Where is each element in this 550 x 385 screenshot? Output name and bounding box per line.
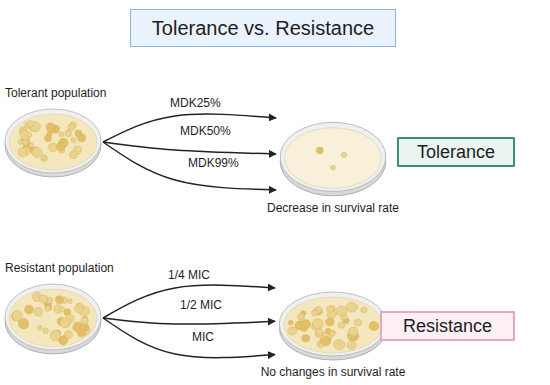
bacterial-colony <box>34 307 43 316</box>
bacterial-colony <box>318 343 323 348</box>
bacterial-colony <box>347 341 356 349</box>
bacterial-colony <box>24 305 33 314</box>
bacterial-colony <box>37 325 42 330</box>
box-label: Tolerance <box>417 141 495 163</box>
dose-label: MDK25% <box>168 96 223 110</box>
bacterial-colony <box>78 134 86 142</box>
dish-caption: Decrease in survival rate <box>256 201 410 215</box>
petri-dish <box>3 280 103 356</box>
bacterial-colony <box>47 131 52 136</box>
dish-node: Tolerant population <box>3 86 125 179</box>
result-box: Resistance <box>380 311 515 341</box>
bacterial-colony <box>354 319 361 326</box>
box-label: Resistance <box>403 315 492 337</box>
bacterial-colony <box>46 123 55 132</box>
bacterial-colony <box>81 317 88 325</box>
bacterial-colony <box>65 130 72 137</box>
petri-dish-frame <box>277 288 389 362</box>
bacterial-colony <box>71 138 76 143</box>
bacterial-colony <box>18 139 23 144</box>
bacterial-colony <box>55 296 63 304</box>
bacterial-colony <box>70 151 78 159</box>
bacterial-colony <box>346 302 357 312</box>
petri-dish <box>277 288 389 362</box>
bacterial-colony <box>45 304 51 310</box>
petri-dish <box>3 105 103 179</box>
bacterial-colony <box>68 299 73 304</box>
bacterial-colony <box>336 306 347 316</box>
bacterial-colony <box>40 295 48 303</box>
bacterial-colony <box>43 328 49 334</box>
petri-dish <box>278 118 388 198</box>
bacterial-colony <box>41 155 45 159</box>
bacterial-colony <box>27 121 33 127</box>
bacterial-colony <box>338 322 345 328</box>
bacterial-colony <box>369 322 379 331</box>
arrow-connector <box>103 114 276 142</box>
bacterial-colony <box>45 306 50 312</box>
arrow-connector <box>103 142 276 154</box>
bacterial-colony <box>325 328 331 333</box>
dose-label: MDK50% <box>178 124 233 138</box>
bacterial-colony <box>301 326 307 331</box>
dose-label: MDK99% <box>186 156 241 170</box>
dish-node: Resistant population <box>3 261 125 356</box>
petri-dish-frame <box>3 280 103 356</box>
bacterial-colony <box>312 319 323 329</box>
bacterial-colony <box>288 327 297 335</box>
dish-caption: Resistant population <box>3 261 125 275</box>
bacterial-colony <box>77 303 81 308</box>
bacterial-colony <box>311 310 317 316</box>
bacterial-colony <box>60 307 65 312</box>
bacterial-colony <box>60 318 70 328</box>
result-box: Tolerance <box>397 137 515 167</box>
bacterial-colony <box>334 340 345 350</box>
bacterial-colony <box>41 155 47 161</box>
dose-label: 1/2 MIC <box>178 298 224 312</box>
bacterial-colony <box>48 143 57 152</box>
bacterial-colony <box>331 165 336 170</box>
petri-dish-frame <box>278 118 388 198</box>
bacterial-colony <box>326 318 335 326</box>
dish-caption: Tolerant population <box>3 86 125 100</box>
bacterial-colony <box>315 329 323 336</box>
dose-label: MIC <box>190 330 216 344</box>
bacterial-colony <box>29 143 34 148</box>
title-box: Tolerance vs. Resistance <box>130 9 396 47</box>
bacterial-colony <box>288 320 293 325</box>
dose-label: 1/4 MIC <box>166 268 212 282</box>
arrow-connector <box>103 318 275 358</box>
arrow-connector <box>103 318 275 324</box>
bacterial-colony <box>56 142 65 151</box>
bacterial-colony <box>327 306 334 312</box>
bacterial-colony <box>348 327 358 336</box>
arrow-connector <box>103 142 276 190</box>
bacterial-colony <box>316 147 323 154</box>
dish-caption: No changes in survival rate <box>251 365 415 379</box>
bacterial-colony <box>341 152 347 158</box>
bacterial-colony <box>32 147 42 157</box>
bacterial-colony <box>18 148 27 157</box>
bacterial-colony <box>12 310 22 320</box>
bacterial-colony <box>59 132 64 137</box>
bacterial-colony <box>78 329 86 337</box>
bacterial-colony <box>361 307 367 313</box>
arrow-connector <box>103 285 275 318</box>
bacterial-colony <box>27 132 32 137</box>
bacterial-colony <box>74 303 83 313</box>
petri-dish-frame <box>3 105 103 179</box>
bacterial-colony <box>297 314 304 320</box>
dish-node: Decrease in survival rate <box>256 118 410 215</box>
bacterial-colony <box>302 335 310 342</box>
bacterial-colony <box>59 336 68 345</box>
